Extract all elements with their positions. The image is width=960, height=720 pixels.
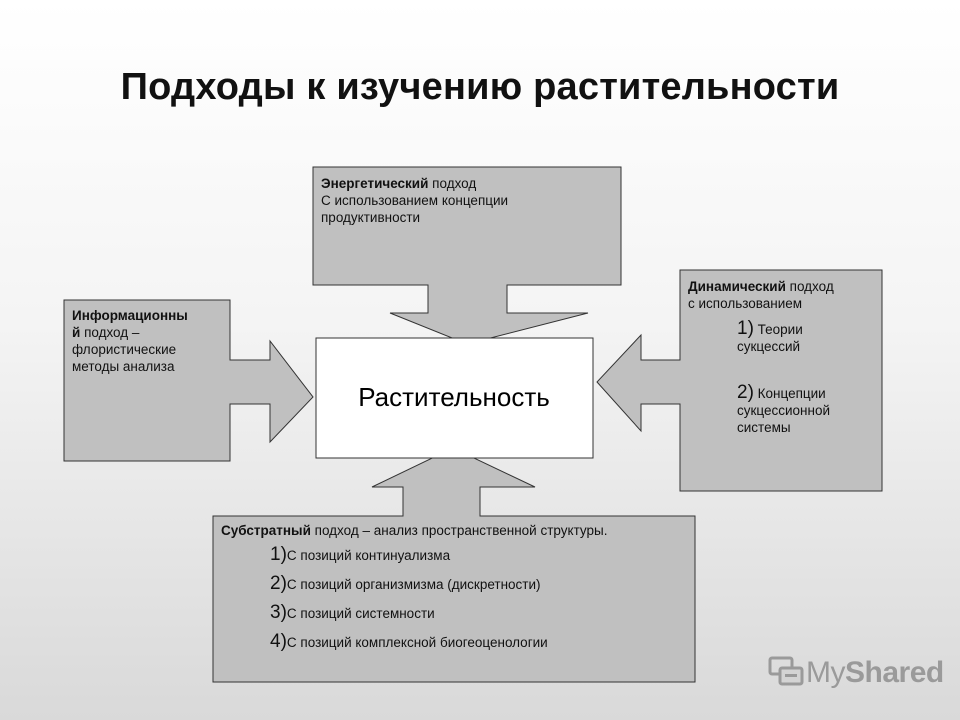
substrate-title-bold: Субстратный [221,523,311,538]
dynamic-item-2: 2) Концепции сукцессионной системы [737,382,877,436]
myshared-logo-text: MyShared [806,656,944,690]
dynamic-item-2-text1: Концепции [753,386,826,401]
energetic-title-bold: Энергетический [321,176,429,191]
dynamic-title-bold: Динамический [688,279,786,294]
substrate-item-1: 1)С позиций континуализма [270,544,450,566]
energetic-line2: С использованием концепции [321,193,509,208]
center-label: Растительность [358,381,550,412]
substrate-heading: Субстратный подход – анализ пространстве… [221,522,691,539]
informational-title-rest: подход – [80,325,140,340]
dynamic-item-1-text2: сукцессий [737,339,801,354]
dynamic-callout-shape [596,269,883,492]
substrate-item-1-num: 1) [270,544,287,565]
informational-callout-shape [63,299,314,462]
informational-title-bold1: Информационны [72,308,188,323]
substrate-item-2-text: С позиций организмизма (дискретности) [286,577,541,592]
slide-title: Подходы к изучению растительности [120,66,840,108]
informational-line4: методы анализа [72,359,175,374]
dynamic-item-2-text2: сукцессионной [737,403,831,418]
energetic-text: Энергетический подход С использованием к… [321,175,611,226]
substrate-item-3: 3)С позиций системности [270,602,435,624]
substrate-callout-shape [212,447,696,683]
substrate-item-2-num: 2) [270,573,287,594]
substrate-item-1-text: С позиций континуализма [286,548,451,563]
logo-suffix: Shared [845,656,944,689]
substrate-item-4-num: 4) [270,631,287,652]
dynamic-item-1: 1) Теории сукцессий [737,318,877,355]
energetic-title-rest: подход [428,176,477,191]
dynamic-title-rest: подход [785,279,834,294]
logo-prefix: My [806,656,846,689]
energetic-line3: продуктивности [321,210,421,225]
dynamic-item-1-text1: Теории [753,322,803,337]
dynamic-item-2-num: 2) [737,382,754,403]
informational-text: Информационны й подход – флористические … [72,307,228,375]
energetic-callout-shape [312,166,622,345]
substrate-item-4: 4)С позиций комплексной биогеоценологии [270,631,548,653]
dynamic-item-2-text3: системы [737,420,791,435]
informational-line3: флористические [72,342,177,357]
myshared-logo-icon [768,656,804,686]
substrate-title-rest: подход – анализ пространственной структу… [310,523,608,538]
substrate-item-3-num: 3) [270,602,287,623]
myshared-logo: MyShared [768,656,944,690]
informational-title-bold2: й [72,325,81,340]
dynamic-line2: с использованием [688,296,803,311]
substrate-item-2: 2)С позиций организмизма (дискретности) [270,573,541,595]
substrate-item-4-text: С позиций комплексной биогеоценологии [286,635,548,650]
center-box [315,337,594,459]
substrate-item-3-text: С позиций системности [286,606,435,621]
dynamic-item-1-num: 1) [737,318,754,339]
dynamic-text: Динамический подход с использованием [688,278,878,312]
